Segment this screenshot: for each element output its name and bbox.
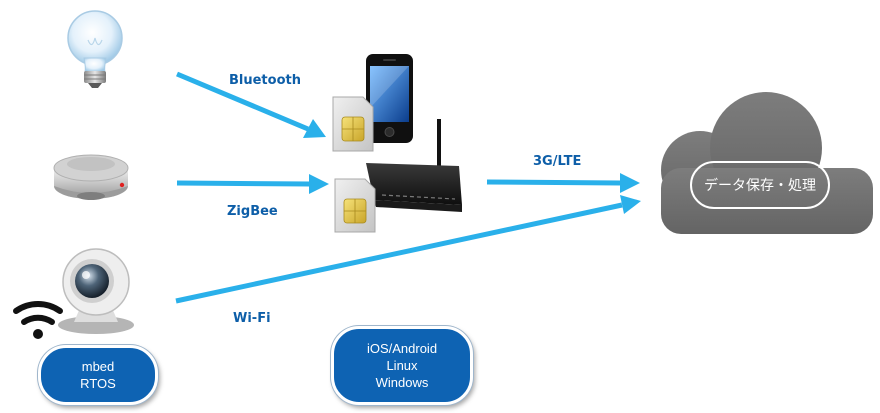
web-camera-icon <box>58 248 134 334</box>
zigbee-label: ZigBee <box>227 204 278 219</box>
router-icon <box>366 119 462 212</box>
smoke-detector-icon <box>53 154 129 200</box>
light-bulb-icon <box>67 10 123 88</box>
wifi-arrow <box>175 195 641 304</box>
smartphone-icon <box>366 54 413 143</box>
wifi-icon <box>13 300 63 339</box>
gateway-os-badge: iOS/Android Linux Windows <box>331 326 473 405</box>
cellular-arrow <box>486 173 640 193</box>
cellular-label: 3G/LTE <box>533 154 582 169</box>
gateway-os-line: Windows <box>375 375 429 390</box>
bluetooth-arrow <box>176 71 326 138</box>
zigbee-arrow <box>176 174 329 194</box>
cloud-label: データ保存・処理 <box>690 161 830 209</box>
device-os-line: RTOS <box>80 376 116 391</box>
wifi-label: Wi-Fi <box>233 311 271 326</box>
device-os-line: mbed <box>81 359 115 374</box>
gateway-os-line: Linux <box>386 358 418 373</box>
device-os-badge: mbed RTOS <box>38 345 158 405</box>
bluetooth-label: Bluetooth <box>229 73 301 88</box>
gateway-os-line: iOS/Android <box>366 341 438 356</box>
sim-card-icon <box>334 178 376 233</box>
sim-card-icon <box>332 96 374 152</box>
